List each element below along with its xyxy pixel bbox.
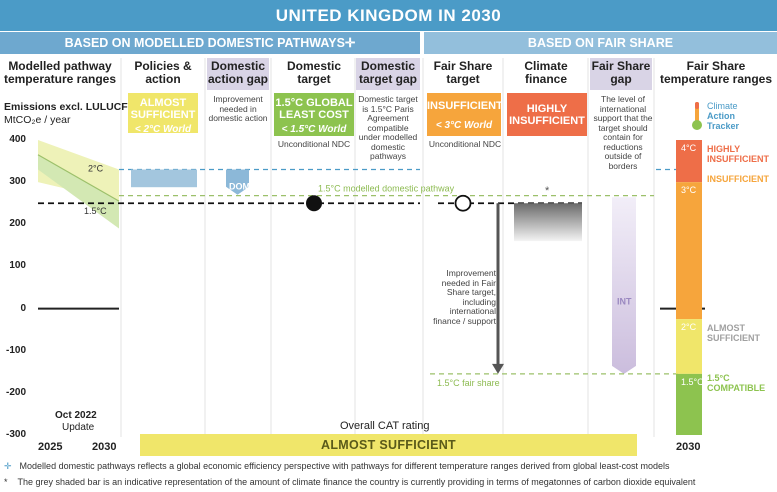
rating-domestic-target: 1.5°C GLOBAL LEAST COST < 1.5°C World — [274, 93, 354, 136]
rating-policies-world: < 2°C World — [134, 124, 192, 135]
fair-scale-temp-label: 4°C — [681, 143, 697, 153]
col-fair-share-ranges: Fair Share temperature ranges — [659, 59, 773, 86]
footnote-2-text: The grey shaded bar is an indicative rep… — [17, 477, 696, 487]
y-axis-label-line2: MtCO₂e / year — [4, 114, 71, 126]
band-15c-label: 1.5°C — [84, 206, 107, 216]
modelled-trend-line — [37, 154, 120, 202]
scale-label-compatible: 1.5°C COMPATIBLE — [707, 373, 766, 393]
scale-label-almost: ALMOST SUFFICIENT — [707, 323, 760, 343]
update-line1: Oct 2022 — [55, 410, 97, 421]
scale-label-insufficient: INSUFFICIENT — [707, 174, 769, 184]
rating-fair-share-target-world: < 3°C World — [435, 120, 493, 131]
int-label: INT — [617, 296, 632, 306]
rating-domestic-target-world: < 1.5°C World — [281, 124, 347, 135]
improvement-arrow-head — [492, 363, 504, 374]
scale-label-highly: HIGHLY INSUFFICIENT — [707, 144, 769, 164]
modelled-15c-pathway-label: 1.5°C modelled domestic pathway — [318, 184, 455, 194]
int-gap-shape — [612, 197, 636, 374]
fair-scale-segment — [676, 182, 702, 320]
footnote-2-symbol: * — [4, 477, 8, 487]
note-domestic-target-gap: Domestic target is 1.5°C Paris Agreement… — [358, 94, 418, 161]
col-domestic-gap: Domestic action gap — [207, 58, 269, 90]
fair-scale-temp-label: 3°C — [681, 185, 697, 195]
x-label-start: 2025 — [38, 441, 63, 453]
footnote-1-symbol: ✛ — [4, 461, 12, 471]
thermometer-icon — [692, 102, 702, 130]
section-modelled-header: BASED ON MODELLED DOMESTIC PATHWAYS✛ — [0, 32, 420, 54]
col-policies: Policies & action — [134, 59, 192, 86]
finance-asterisk: * — [545, 185, 550, 197]
rating-fair-share-target-label: INSUFFICIENT — [427, 100, 503, 112]
dom-label: DOM — [229, 182, 250, 192]
climate-finance-bar — [514, 203, 582, 242]
band-2c-label: 2°C — [88, 164, 104, 174]
note-domestic-gap: Improvement needed in domestic action — [208, 94, 268, 123]
fair-share-15c-label: 1.5°C fair share — [437, 378, 500, 388]
y-tick-label: 200 — [9, 218, 26, 230]
cat-logo: Climate Action Tracker — [690, 99, 760, 133]
y-tick-label: 400 — [9, 134, 26, 145]
y-axis-label-line1: Emissions excl. LULUCF — [4, 101, 128, 113]
rating-policies-label: ALMOST SUFFICIENT — [130, 97, 196, 121]
col-domestic-target: Domestic target — [286, 59, 342, 86]
logo-line2: Action — [707, 111, 735, 121]
rating-climate-finance: HIGHLY INSUFFICIENT — [507, 93, 587, 136]
y-tick-label: -100 — [5, 344, 26, 356]
fair-scale-temp-label: 2°C — [681, 322, 697, 332]
col-domestic-target-gap: Domestic target gap — [356, 58, 420, 90]
rating-policies: ALMOST SUFFICIENT < 2°C World — [128, 93, 198, 135]
band-2c — [38, 140, 119, 202]
rating-climate-finance-label: HIGHLY INSUFFICIENT — [509, 103, 585, 127]
y-tick-label: -200 — [5, 386, 26, 398]
update-line2: Update — [62, 422, 95, 433]
col-climate-finance: Climate finance — [524, 59, 568, 86]
col-fair-share-target: Fair Share target — [433, 59, 493, 86]
fair-scale-segment — [676, 319, 702, 374]
logo-line3: Tracker — [707, 121, 740, 131]
fair-scale-temp-label: 1.5°C — [681, 377, 704, 387]
x-label-end: 2030 — [92, 441, 117, 453]
overall-label: Overall CAT rating — [340, 420, 430, 432]
rating-fair-share-target: INSUFFICIENT < 3°C World — [427, 93, 503, 136]
col-fair-share-gap: Fair Share gap — [590, 58, 652, 90]
y-tick-label: -300 — [5, 429, 26, 440]
rating-domestic-target-label: 1.5°C GLOBAL LEAST COST — [275, 97, 353, 121]
x-label-right: 2030 — [676, 441, 701, 453]
policies-range-bar — [131, 169, 197, 188]
col-modelled-pathway: Modelled pathway temperature ranges — [3, 59, 117, 86]
dom-gap-shape — [226, 169, 249, 195]
fair-share-target-dot — [454, 194, 472, 212]
page-title: UNITED KINGDOM IN 2030 — [0, 0, 777, 31]
fair-scale-segment — [676, 373, 702, 435]
footnote-1-text: Modelled domestic pathways reflects a gl… — [19, 461, 670, 471]
overall-rating-value: ALMOST SUFFICIENT — [321, 438, 456, 452]
band-15c — [38, 154, 119, 229]
domestic-target-dot — [306, 195, 322, 212]
logo-line1: Climate — [707, 101, 738, 111]
y-tick-label: 100 — [9, 260, 26, 272]
overall-rating-bar: ALMOST SUFFICIENT — [140, 434, 637, 456]
note-fair-share-gap: The level of international support that … — [593, 94, 653, 171]
note-domestic-target: Unconditional NDC — [277, 139, 351, 149]
section-fair-share-header: BASED ON FAIR SHARE — [424, 32, 777, 54]
y-tick-label: 300 — [9, 176, 26, 188]
footnote-1: ✛ Modelled domestic pathways reflects a g… — [4, 461, 670, 472]
footnote-2: * The grey shaded bar is an indicative re… — [4, 477, 695, 487]
y-tick-label: 0 — [20, 302, 26, 314]
note-fair-share-target: Unconditional NDC — [428, 139, 502, 149]
fair-scale-segment — [676, 140, 702, 183]
note-improvement: Improvement needed in Fair Share target,… — [433, 268, 496, 326]
